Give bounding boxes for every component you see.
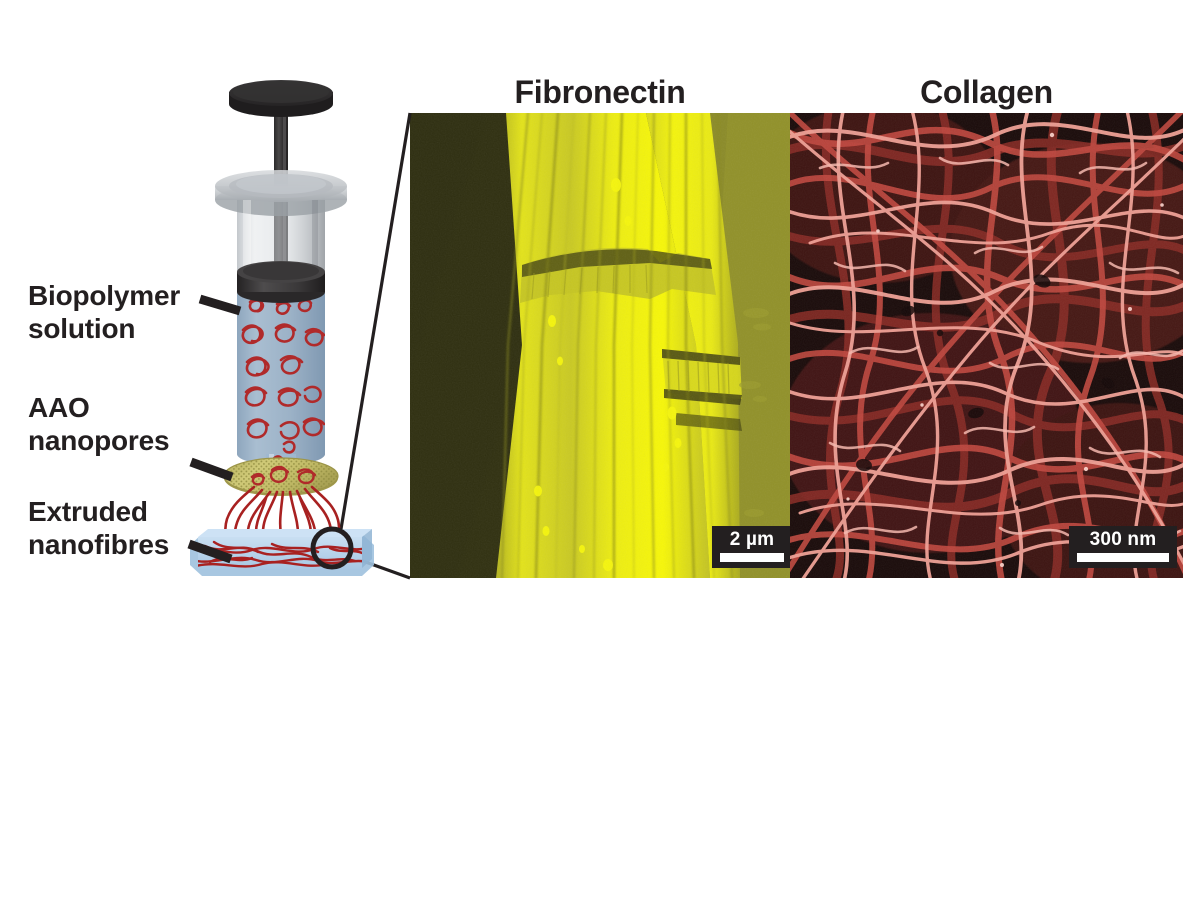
scalebar-fibronectin-label: 2 µm: [729, 529, 775, 550]
polymer-coils: [241, 297, 325, 454]
extruded-nanofibre-jet: [223, 485, 342, 558]
label-biopolymer-solution: Biopolymer solution: [28, 280, 181, 345]
label-leader-lines: [187, 294, 242, 564]
collagen-sem-image: [790, 113, 1183, 578]
substrate-slab: [190, 529, 374, 576]
scalebar-collagen-rule: [1077, 552, 1169, 562]
micrograph-panel-collagen: 300 nm: [790, 113, 1183, 578]
label-aao-nanopores: AAO nanopores: [28, 392, 170, 457]
syringe-nozzle: [266, 454, 296, 480]
scalebar-collagen-label: 300 nm: [1089, 529, 1157, 550]
magnifier-circle: [310, 526, 354, 570]
micrograph-panel-fibronectin: 2 µm: [410, 113, 790, 578]
plunger-rod: [274, 102, 288, 302]
scalebar-collagen: 300 nm: [1069, 526, 1177, 568]
callout-line-lower: [348, 554, 411, 580]
syringe-barrel: [215, 170, 347, 465]
leader-aao: [189, 457, 234, 482]
syringe-stopper: [237, 261, 325, 303]
leader-extruded: [187, 539, 233, 564]
panel-title-collagen: Collagen: [920, 74, 1053, 110]
leader-biopolymer: [198, 294, 242, 316]
barrel-glass: [237, 190, 325, 465]
syringe-plunger: [229, 80, 333, 302]
aao-membrane: [223, 457, 339, 496]
deposited-nanofibre-mat: [198, 540, 362, 568]
scalebar-fibronectin: 2 µm: [712, 526, 790, 568]
panel-title-fibronectin: Fibronectin: [514, 74, 686, 110]
scalebar-fibronectin-rule: [720, 552, 784, 562]
callout-line-upper: [338, 112, 412, 536]
fibronectin-sem-image: [410, 113, 790, 578]
barrel-flange: [215, 170, 347, 216]
label-extruded-nanofibres: Extruded nanofibres: [28, 496, 170, 561]
plunger-disc-top: [229, 80, 333, 106]
plunger-disc-side: [229, 91, 333, 117]
biopolymer-solution: [237, 261, 325, 465]
callout-lines: [338, 112, 412, 580]
solution-fill: [237, 292, 325, 465]
